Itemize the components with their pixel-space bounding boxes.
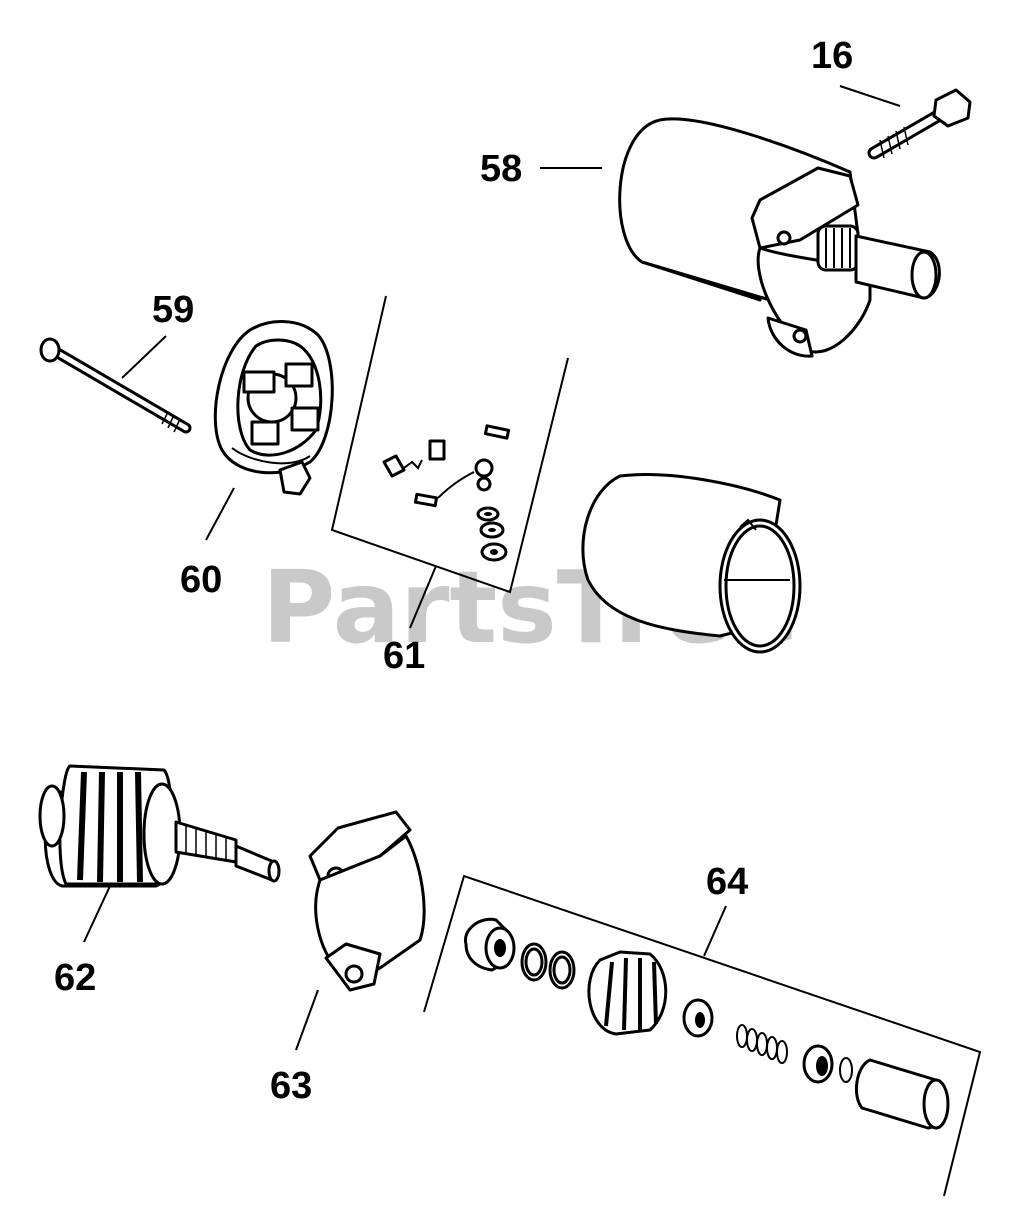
leader-60 xyxy=(205,487,235,541)
brush-kit-icon[interactable] xyxy=(330,295,569,594)
drive-kit-icon[interactable] xyxy=(423,874,982,1197)
callout-58[interactable]: 58 xyxy=(480,148,522,190)
leader-63 xyxy=(295,989,319,1051)
leader-62 xyxy=(83,885,111,943)
through-bolt-icon[interactable] xyxy=(39,337,192,434)
callout-62[interactable]: 62 xyxy=(54,957,96,999)
leader-16 xyxy=(839,85,901,107)
drive-end-cap-icon[interactable] xyxy=(308,810,426,992)
end-cap-brush-holder-icon[interactable] xyxy=(213,320,334,496)
callout-59[interactable]: 59 xyxy=(152,289,194,331)
callout-16[interactable]: 16 xyxy=(811,35,853,77)
leader-64 xyxy=(703,905,727,957)
callout-64[interactable]: 64 xyxy=(706,861,748,903)
callout-61[interactable]: 61 xyxy=(383,635,425,677)
cap-screw-icon[interactable] xyxy=(867,88,972,160)
callout-63[interactable]: 63 xyxy=(270,1065,312,1107)
armature-icon[interactable] xyxy=(38,764,281,888)
leader-61 xyxy=(409,565,437,629)
housing-tube-icon[interactable] xyxy=(581,473,802,654)
callout-60[interactable]: 60 xyxy=(180,559,222,601)
leader-59 xyxy=(121,335,167,379)
starter-motor-icon[interactable] xyxy=(618,117,941,358)
